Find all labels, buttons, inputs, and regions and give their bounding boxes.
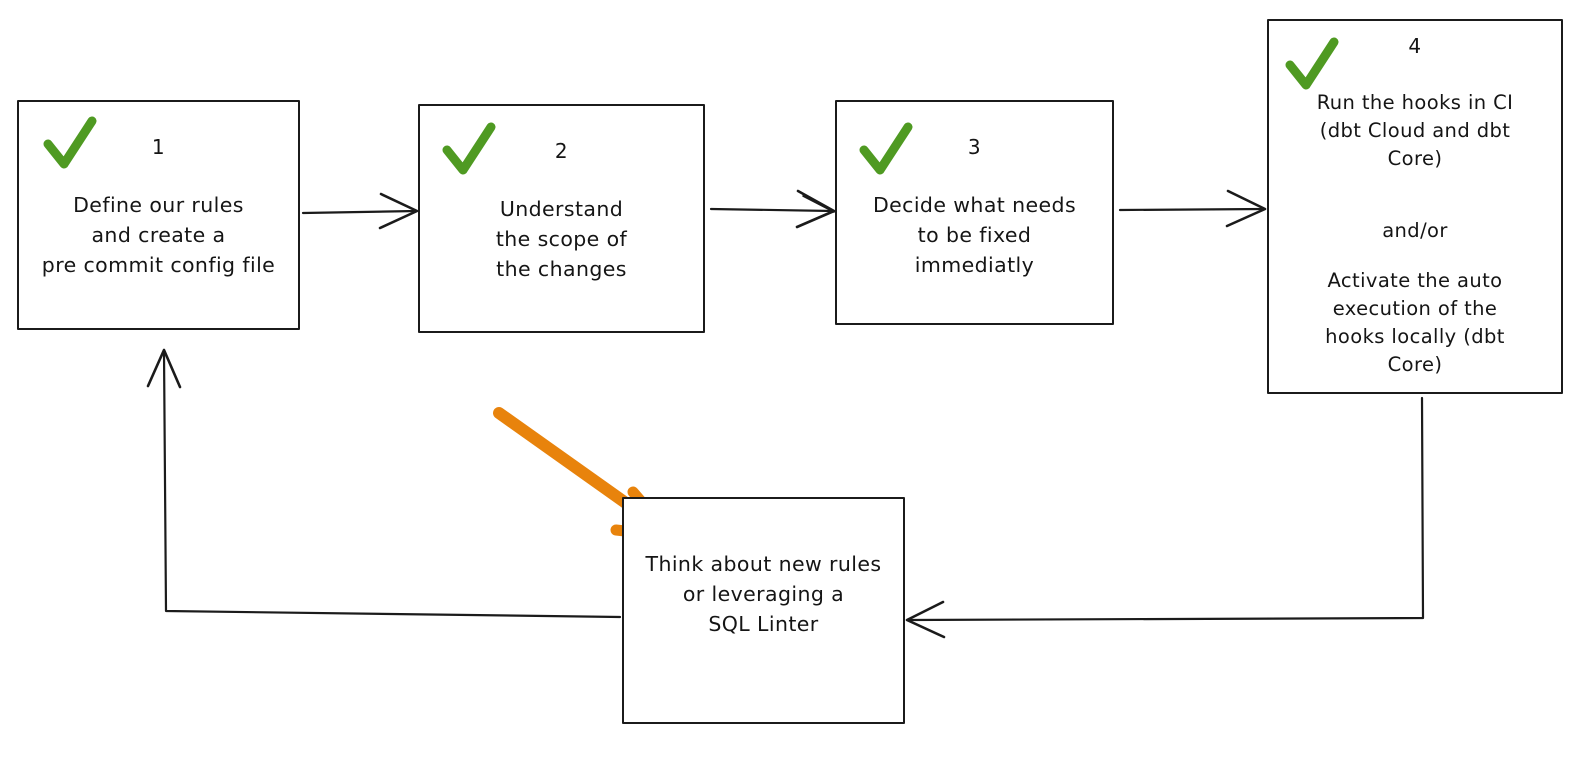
step-text-local: Activate the auto execution of the hooks… [1325, 269, 1505, 376]
step-node-4[interactable]: 4 Run the hooks in CI (dbt Cloud and dbt… [1267, 19, 1563, 394]
step-text: Define our rules and create a pre commit… [41, 193, 276, 277]
arrow-5-to-1 [146, 348, 622, 619]
step-node-1[interactable]: 1 Define our rules and create a pre comm… [17, 100, 300, 330]
step-number: 1 [151, 135, 166, 159]
step-number: 4 [1408, 34, 1422, 58]
step-text: Decide what needs to be fixed immediatly [872, 193, 1077, 277]
step-text-ci: Run the hooks in CI (dbt Cloud and dbt C… [1316, 91, 1514, 170]
step-node-2[interactable]: 2 Understand the scope of the changes [418, 104, 705, 333]
arrow-4-to-5 [905, 396, 1425, 639]
arrow-3-to-4 [1118, 189, 1267, 228]
step-number: 2 [554, 139, 569, 163]
step-node-feedback[interactable]: Think about new rules or leveraging a SQ… [622, 497, 905, 724]
step-node-3[interactable]: 3 Decide what needs to be fixed immediat… [835, 100, 1114, 325]
step-text-andor: and/or [1382, 219, 1448, 242]
step-text: Understand the scope of the changes [495, 197, 628, 281]
step-text: Think about new rules or leveraging a SQ… [645, 552, 882, 636]
step-number: 3 [967, 135, 982, 159]
arrow-2-to-3 [709, 189, 836, 229]
arrow-1-to-2 [301, 192, 419, 230]
